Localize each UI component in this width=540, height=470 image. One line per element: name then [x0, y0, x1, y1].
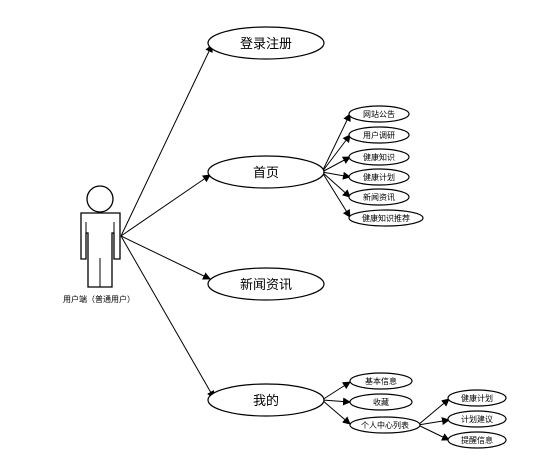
mine-child-3[interactable]: 个人中心列表 [349, 416, 421, 434]
node-mine-label: 我的 [253, 393, 279, 409]
home-child-3[interactable]: 健康知识 [348, 148, 410, 166]
node-home-label: 首页 [253, 166, 279, 181]
personal-center-edges [417, 398, 450, 441]
mine-child-2-label: 收藏 [373, 397, 389, 407]
pc-child-3-label: 提醒信息 [461, 435, 493, 445]
edge-pc-1 [417, 398, 450, 426]
edge-home-5 [321, 171, 351, 198]
home-child-5[interactable]: 新闻资讯 [348, 188, 410, 206]
edge-pc-2 [417, 417, 450, 426]
pc-child-2-label: 计划建议 [461, 414, 493, 424]
mine-child-1-label: 基本信息 [365, 376, 397, 386]
actor-head [86, 185, 114, 213]
mine-child-2[interactable]: 收藏 [349, 393, 413, 411]
node-login[interactable]: 登录注册 [207, 26, 325, 60]
home-edges [321, 113, 351, 218]
node-home[interactable]: 首页 [207, 155, 325, 189]
edge-home-6 [321, 171, 351, 218]
home-child-5-label: 新闻资讯 [363, 192, 395, 202]
home-child-3-label: 健康知识 [363, 152, 395, 162]
node-mine[interactable]: 我的 [207, 383, 325, 417]
home-child-2[interactable]: 用户调研 [348, 126, 410, 144]
home-child-1-label: 网站公告 [363, 109, 395, 119]
edge-mine-1 [321, 381, 351, 401]
actor-edges [120, 44, 215, 399]
home-child-4[interactable]: 健康计划 [348, 168, 410, 186]
node-news[interactable]: 新闻资讯 [207, 267, 325, 301]
edge-home-2 [321, 134, 351, 173]
edge-home-3 [321, 156, 351, 173]
edge-actor-news [120, 235, 211, 280]
mine-child-1[interactable]: 基本信息 [349, 372, 413, 390]
pc-child-3[interactable]: 提醒信息 [447, 431, 507, 449]
edge-actor-mine [120, 235, 215, 399]
home-child-6[interactable]: 健康知识推荐 [348, 209, 424, 227]
edge-pc-3 [417, 424, 450, 441]
mine-edges [321, 381, 351, 425]
home-child-6-label: 健康知识推荐 [362, 213, 410, 223]
edge-actor-home [120, 174, 211, 237]
actor-label: 用户端（普通用户） [63, 294, 135, 304]
home-child-1[interactable]: 网站公告 [348, 105, 410, 123]
actor-figure [80, 185, 121, 288]
home-child-2-label: 用户调研 [363, 130, 395, 140]
pc-child-1[interactable]: 健康计划 [447, 389, 507, 407]
mine-child-3-label: 个人中心列表 [361, 420, 409, 430]
edge-mine-2 [321, 397, 351, 406]
pc-child-1-label: 健康计划 [461, 393, 493, 403]
pc-child-2[interactable]: 计划建议 [447, 410, 507, 428]
node-login-label: 登录注册 [240, 37, 292, 52]
edge-home-1 [321, 113, 351, 173]
edge-mine-3 [321, 399, 351, 425]
home-child-4-label: 健康计划 [363, 172, 395, 182]
node-news-label: 新闻资讯 [240, 277, 292, 293]
edge-actor-login [120, 44, 213, 237]
edge-home-4 [321, 171, 351, 180]
